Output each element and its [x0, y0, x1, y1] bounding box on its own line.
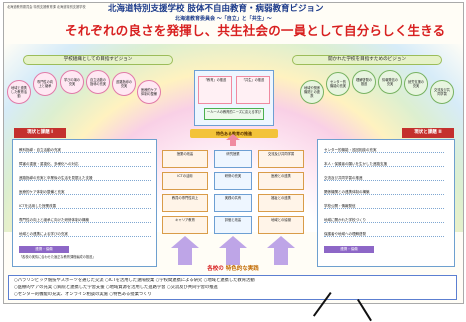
center-banner: 特色ある教育の推進: [190, 129, 278, 138]
center-left-box: 教員の専門性向上: [162, 194, 208, 212]
up-arrow-center-top: [226, 134, 240, 146]
practice-line: ○医療的ケアの充実 ○病院と連携した学習支援 ○地域資源を活用した進路学習 ○交…: [14, 285, 218, 290]
issue-row: センター的機能・巡回相談の充実: [324, 148, 444, 154]
center-badge-education: 「教育」の推進: [198, 76, 232, 104]
issue-row: 教科指導・自立活動の充実: [19, 148, 151, 154]
bottom-band-label: 各校の 特色的な実践: [207, 266, 259, 272]
issue-row: 専門性の向上と継承に向けた研修体制の構築: [19, 218, 151, 224]
right-circle: センター的機能の充実: [326, 72, 350, 96]
issue-row: 関係機関との連携体制の構築: [324, 190, 444, 196]
right-subheading: 連携・協働: [324, 246, 374, 253]
center-mid-box: 研究授業: [214, 150, 252, 168]
right-circle: 就労支援の充実: [404, 72, 428, 96]
issue-row: 保護者や地域への理解啓発: [324, 232, 444, 238]
left-circle: 自立活動の指導の充実: [86, 70, 110, 94]
left-circle: 地域と連携した教育活動: [7, 80, 31, 104]
right-circle: 情報発信の充実: [378, 70, 402, 94]
slogan: それぞれの良さを発揮し、共生社会の一員として自分らしく生きる: [65, 23, 446, 38]
issue-row: 地域に開かれた学校づくり: [324, 218, 444, 224]
left-circle: 医療的ケア体制の整備: [137, 80, 161, 104]
issue-row: 進路指導の充実と卒業後の生活を見据えた支援: [19, 176, 151, 182]
issue-row: 障害の重度・重複化、多様化への対応: [19, 162, 151, 168]
center-right-box: 地域との協働: [258, 216, 304, 234]
issue-row: 学校公開・情報発信: [324, 204, 444, 210]
up-arrow-right: [267, 236, 295, 265]
center-right-box: 医療との連携: [258, 172, 304, 190]
center-badge-coexistence: 「共生」の推進: [236, 76, 270, 104]
right-circle: 交流及び共同学習: [430, 80, 454, 104]
left-vision-header: 学校組織としての目指すビジョン: [23, 55, 173, 65]
left-issues-panel: 教科指導・自立活動の充実 障害の重度・重複化、多様化への対応 進路指導の充実と卒…: [12, 139, 157, 267]
center-right-box: 交流及び共同学習: [258, 150, 304, 168]
issue-row: 本人・保護者の願いを生かした進路支援: [324, 162, 444, 168]
left-subheading: 連携・協働: [19, 246, 69, 253]
center-mid-box: 実践の共有: [214, 194, 252, 212]
document-title: 北海道特別支援学校 肢体不自由教育・病弱教育ビジョン: [108, 4, 324, 14]
center-mid-box: 研修の充実: [214, 172, 252, 190]
practice-line: ○パラリンピック競技やスポーツを通じた交流 ○ICTを活用した遠隔授業 ○学校間…: [14, 278, 255, 283]
up-arrow-center: [219, 236, 247, 265]
right-circle: 理解啓発の推進: [352, 70, 376, 94]
issue-row: 医療的ケア体制の整備と充実: [19, 190, 151, 196]
document-subtitle: 北海道教育委員会 〜「自立」と「共生」〜: [175, 16, 272, 22]
right-issues-panel: センター的機能・巡回相談の充実 本人・保護者の願いを生かした進路支援 交流及び共…: [317, 139, 455, 267]
issue-row: 地域との連携による学びの充実: [19, 232, 151, 238]
center-mid-box: 評価と改善: [214, 216, 252, 234]
up-arrow-left: [171, 236, 199, 265]
left-circle: 学びの場の充実: [60, 70, 84, 94]
header-note: 北海道教育委員会 特別支援教育課 北海道特別支援学校: [7, 5, 86, 9]
left-bottom-note: 「各校の実情に合わせた適正な教育課程編成の推進」: [19, 255, 96, 259]
practice-list: ○パラリンピック競技やスポーツを通じた交流 ○ICTを活用した遠隔授業 ○学校間…: [8, 275, 457, 300]
left-circle: 専門性の向上と継承: [33, 72, 57, 96]
center-left-box: ICTの活用: [162, 172, 208, 190]
right-vision-header: 開かれた学校を目指すためのビジョン: [292, 55, 442, 65]
center-left-box: 授業の改善: [162, 150, 208, 168]
practice-line: ○センター的機能の充実、オンライン相談の実施 ○特色ある授業づくり: [14, 292, 152, 297]
left-panel-heading: 現状と課題 I: [14, 128, 66, 138]
center-middle-badge: 一人一人の教育的ニーズに応える学び: [204, 108, 264, 120]
issue-row: 交流及び共同学習の推進: [324, 176, 444, 182]
center-right-box: 福祉との連携: [258, 194, 304, 212]
right-circle: 地域や関係機関との連携: [300, 80, 324, 104]
issue-row: ICTを活用した授業改善: [19, 204, 151, 210]
center-left-box: キャリア教育: [162, 216, 208, 234]
left-circle: 進路指導の充実: [112, 72, 136, 96]
right-panel-heading: 現状と課題 II: [402, 128, 454, 138]
